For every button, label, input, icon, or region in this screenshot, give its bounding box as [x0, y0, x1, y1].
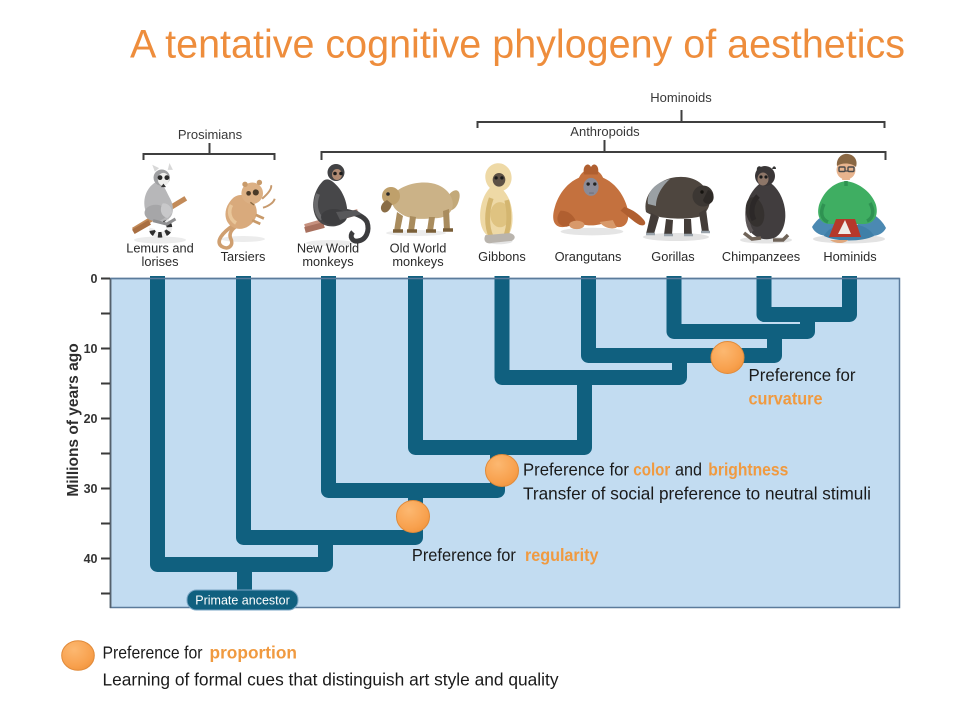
svg-text:A tentative cognitive phylogen: A tentative cognitive phylogeny of aesth…: [130, 23, 905, 67]
svg-text:Millions of years ago: Millions of years ago: [65, 343, 82, 496]
svg-text:20: 20: [84, 412, 98, 426]
svg-text:monkeys: monkeys: [302, 254, 353, 269]
svg-text:brightness: brightness: [708, 460, 788, 480]
svg-text:Transfer of social preference: Transfer of social preference to neutral…: [523, 484, 871, 504]
svg-text:New World: New World: [297, 241, 359, 256]
svg-text:0: 0: [91, 272, 98, 286]
svg-text:monkeys: monkeys: [392, 254, 443, 269]
svg-text:Lemurs and: Lemurs and: [126, 241, 194, 256]
svg-text:lorises: lorises: [142, 254, 179, 269]
svg-text:Old World: Old World: [390, 241, 447, 256]
svg-text:Gibbons: Gibbons: [478, 249, 526, 264]
svg-text:Orangutans: Orangutans: [555, 249, 622, 264]
svg-text:Anthropoids: Anthropoids: [570, 124, 640, 139]
svg-text:Preference for: Preference for: [412, 545, 516, 565]
svg-text:10: 10: [84, 342, 98, 356]
svg-text:regularity: regularity: [525, 545, 599, 565]
svg-text:curvature: curvature: [749, 389, 823, 409]
svg-text:Learning of formal cues that d: Learning of formal cues that distinguish…: [103, 670, 559, 690]
svg-text:Hominids: Hominids: [823, 249, 876, 264]
svg-text:Preference for: Preference for: [523, 460, 629, 480]
svg-text:30: 30: [84, 482, 98, 496]
svg-text:Preference for: Preference for: [103, 643, 203, 663]
svg-text:and: and: [675, 460, 702, 480]
svg-text:Tarsiers: Tarsiers: [221, 249, 266, 264]
svg-text:color: color: [633, 460, 670, 480]
svg-text:proportion: proportion: [210, 643, 298, 663]
svg-text:40: 40: [84, 552, 98, 566]
svg-text:Gorillas: Gorillas: [651, 249, 694, 264]
svg-text:Prosimians: Prosimians: [178, 127, 243, 142]
svg-text:Chimpanzees: Chimpanzees: [722, 249, 800, 264]
svg-text:Hominoids: Hominoids: [650, 90, 712, 105]
svg-text:Preference for: Preference for: [749, 365, 856, 385]
svg-text:Primate ancestor: Primate ancestor: [195, 594, 289, 608]
